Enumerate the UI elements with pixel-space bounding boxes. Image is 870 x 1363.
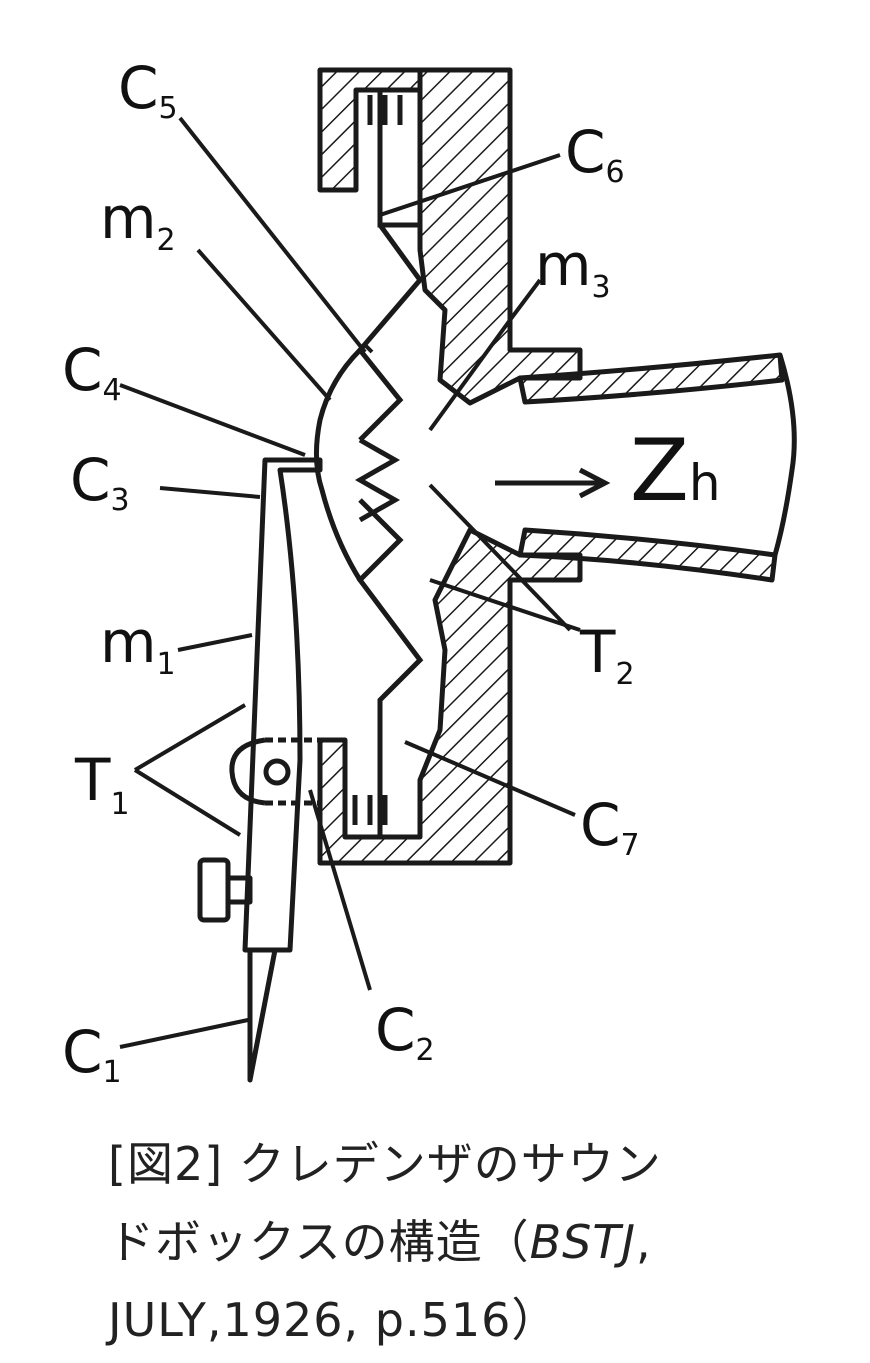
label-m2-main: m [100, 184, 157, 252]
horn-lower-wall [517, 527, 778, 583]
label-m3-main: m [535, 231, 592, 299]
label-c5: C5 [118, 54, 178, 126]
diaphragm-lower-bellows [356, 498, 424, 740]
stylus-bar [197, 457, 323, 1083]
label-zh-sub: h [689, 454, 721, 512]
horn-upper-wall [517, 352, 785, 405]
label-m1-main: m [100, 608, 157, 676]
label-zh-main: Z [630, 421, 689, 521]
caption-line-2-text: ドボックスの構造（ [108, 1215, 530, 1269]
label-t1-sub: 1 [110, 787, 129, 822]
housing-upper-wall [417, 67, 583, 406]
horn-end [772, 354, 797, 556]
pivot-bracket [229, 737, 266, 806]
label-m2-sub: 2 [157, 223, 176, 258]
horn [517, 352, 797, 583]
caption-line-1: [図2] クレデンザのサウン [108, 1137, 662, 1191]
soundbox-diagram: C5 C6 m2 m3 C4 C3 Zh m1 T2 T1 C7 C1 C2 [62, 54, 797, 1090]
pivot-screw [263, 758, 291, 786]
label-c5-sub: 5 [159, 91, 178, 126]
label-t1-main: T [74, 746, 111, 814]
label-c1-main: C [62, 1018, 103, 1086]
figure-caption: [図2] クレデンザのサウン ドボックスの構造（BSTJ, JULY,1926,… [108, 1125, 848, 1359]
label-m3-sub: 3 [592, 270, 611, 305]
label-c2-sub: 2 [416, 1033, 435, 1068]
housing-lower-wall [317, 527, 583, 866]
stylus-bar-body [242, 457, 323, 953]
caption-line-3: JULY,1926, p.516） [108, 1293, 559, 1347]
housing [317, 67, 583, 866]
label-c4-sub: 4 [103, 373, 122, 408]
label-t1: T1 [74, 746, 130, 822]
label-c7-main: C [580, 791, 621, 859]
label-c6-main: C [565, 118, 606, 186]
diaphragm-dome [313, 348, 363, 582]
diaphragm-upper-bellows [356, 223, 424, 442]
label-c5-main: C [118, 54, 159, 122]
label-c4: C4 [62, 336, 122, 408]
label-t2: T2 [579, 618, 635, 692]
label-c7: C7 [580, 791, 640, 863]
inner-channel [352, 90, 423, 835]
label-c7-sub: 7 [621, 828, 640, 863]
label-zh: Zh [630, 421, 721, 521]
flow-arrow [495, 467, 611, 499]
label-c3-sub: 3 [111, 483, 130, 518]
label-t2-sub: 2 [615, 657, 634, 692]
label-m1-sub: 1 [157, 647, 176, 682]
label-m3: m3 [535, 231, 611, 305]
label-m1: m1 [100, 608, 176, 682]
label-c1: C1 [62, 1018, 122, 1090]
label-c2-main: C [375, 996, 416, 1064]
caption-line-2: ドボックスの構造（BSTJ, [108, 1203, 848, 1281]
label-c2: C2 [375, 996, 435, 1068]
label-c6-sub: 6 [606, 155, 625, 190]
label-c3: C3 [70, 446, 130, 518]
label-c1-sub: 1 [103, 1055, 122, 1090]
label-c6: C6 [565, 118, 625, 190]
label-c3-main: C [70, 446, 111, 514]
label-m2: m2 [100, 184, 176, 258]
caption-line-2-comma: , [636, 1215, 652, 1269]
diagram-labels: C5 C6 m2 m3 C4 C3 Zh m1 T2 T1 C7 C1 C2 [62, 54, 721, 1090]
stylus-needle [247, 949, 278, 1083]
diaphragm-center-zigzag [354, 437, 401, 523]
label-t2-main: T [579, 618, 616, 686]
housing-top-lip [317, 67, 423, 193]
caption-journal: BSTJ [529, 1215, 637, 1269]
adjust-knob [197, 857, 231, 923]
diaphragm [313, 223, 424, 740]
label-c4-main: C [62, 336, 103, 404]
leader-lines [119, 116, 581, 1049]
